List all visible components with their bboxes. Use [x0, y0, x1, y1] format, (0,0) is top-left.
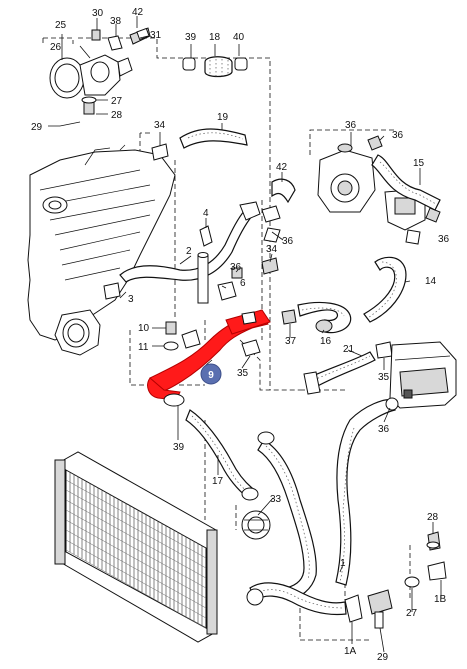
label-35-mid: 35	[237, 368, 249, 379]
bottom-right-fittings	[344, 531, 447, 629]
highlight-label-9[interactable]: 9	[208, 370, 214, 381]
label-15: 15	[413, 158, 425, 169]
label-36-e: 36	[230, 262, 242, 273]
label-34-mid: 34	[266, 244, 278, 255]
label-29-bottom: 29	[377, 652, 389, 663]
label-4: 4	[203, 208, 209, 219]
label-40: 40	[233, 32, 245, 43]
label-27-top: 27	[111, 96, 123, 107]
label-26: 26	[50, 42, 62, 53]
label-6: 6	[240, 278, 246, 289]
label-1B: 1B	[434, 594, 447, 605]
label-36-b: 36	[392, 130, 404, 141]
label-1A: 1A	[344, 646, 357, 657]
label-34-top: 34	[154, 120, 166, 131]
hose-19	[179, 128, 248, 149]
label-36-f: 36	[378, 424, 390, 435]
clamp-34-upper	[151, 143, 169, 161]
top-hoses	[182, 56, 248, 78]
radiator	[54, 451, 218, 643]
hose-9-highlighted[interactable]	[147, 309, 271, 407]
label-21: 21	[343, 344, 355, 355]
label-18: 18	[209, 32, 221, 43]
label-42-top: 42	[132, 7, 144, 18]
label-29-top: 29	[31, 122, 43, 133]
upper-right-assembly	[317, 135, 441, 245]
bolt-10-washer-11	[163, 309, 297, 357]
expansion-tank	[389, 341, 457, 409]
hose-17	[185, 409, 259, 501]
label-17: 17	[212, 476, 224, 487]
hose-21-35	[303, 341, 393, 395]
label-11: 11	[138, 342, 149, 353]
label-2: 2	[186, 246, 192, 257]
hose-42-middle	[271, 178, 296, 204]
fittings-4-6	[103, 205, 281, 304]
hose-14	[363, 256, 407, 323]
label-14: 14	[425, 276, 437, 287]
label-19: 19	[217, 112, 229, 123]
label-36-c: 36	[438, 234, 450, 245]
label-35-right: 35	[378, 372, 390, 383]
hose-15	[371, 154, 441, 211]
label-27-bottom: 27	[406, 608, 418, 619]
label-36-d: 36	[282, 236, 294, 247]
coupling-33	[241, 510, 271, 540]
label-38: 38	[110, 16, 122, 27]
label-42-mid: 42	[276, 162, 288, 173]
label-3: 3	[128, 294, 134, 305]
label-33: 33	[270, 494, 282, 505]
hose-1	[246, 431, 347, 616]
hose-16	[297, 301, 352, 334]
label-28-top: 28	[111, 110, 123, 121]
thermostat-housing-group	[49, 27, 151, 127]
label-10: 10	[138, 323, 150, 334]
label-30: 30	[92, 8, 104, 19]
label-39-mid: 39	[173, 442, 185, 453]
label-39-top: 39	[185, 32, 197, 43]
engine-block	[27, 144, 176, 356]
label-28-bottom: 28	[427, 512, 439, 523]
label-1: 1	[340, 558, 346, 569]
pipe-2	[119, 201, 261, 283]
part-labels: 25 30 38 42 31 39 18 40 26 27 29 28 34 1…	[31, 7, 450, 663]
label-36-a: 36	[345, 120, 357, 131]
leader-lines	[48, 16, 442, 653]
label-25: 25	[55, 20, 67, 31]
label-31: 31	[150, 30, 162, 41]
label-37: 37	[285, 336, 297, 347]
highlight-callout-9[interactable]	[200, 363, 222, 385]
label-16: 16	[320, 336, 332, 347]
